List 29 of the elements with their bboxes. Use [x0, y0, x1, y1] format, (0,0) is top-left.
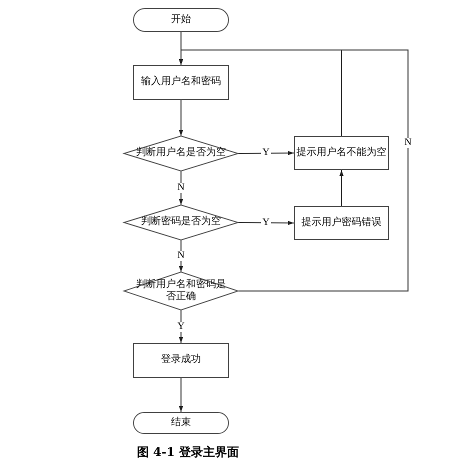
arrow: [178, 310, 184, 344]
arrow: [178, 170, 184, 206]
node-label: 提示用户名不能为空: [296, 146, 386, 160]
terminal-shape: [133, 8, 229, 32]
node-label: 提示用户密码错误: [302, 216, 382, 230]
node-label: 登录成功: [161, 354, 201, 367]
node-label: 结束: [171, 416, 191, 430]
arrow: [178, 378, 184, 412]
edge-label: N: [176, 251, 186, 261]
process-box: [294, 206, 389, 240]
process-box: [294, 136, 389, 170]
arrow: [339, 170, 344, 206]
arrow: [178, 100, 184, 136]
node-label: 判断用户名是否为空: [136, 147, 226, 160]
edge-label: Y: [176, 322, 186, 332]
arrow: [238, 150, 294, 156]
edge-label: Y: [261, 218, 271, 228]
node-label: 判断密码是否为空: [141, 216, 221, 229]
arrow: [238, 220, 294, 226]
figure-caption: 图 4-1 登录主界面: [137, 444, 240, 461]
arrow: [178, 240, 184, 272]
arrow: [178, 50, 408, 292]
edge-label: N: [403, 138, 413, 148]
node-label: 开始: [171, 14, 191, 26]
edge-label: N: [176, 183, 186, 193]
process-box: [133, 65, 229, 100]
node-label: 输入用户名和密码: [141, 76, 221, 89]
process-box: [133, 343, 229, 378]
terminal-shape: [133, 412, 229, 434]
